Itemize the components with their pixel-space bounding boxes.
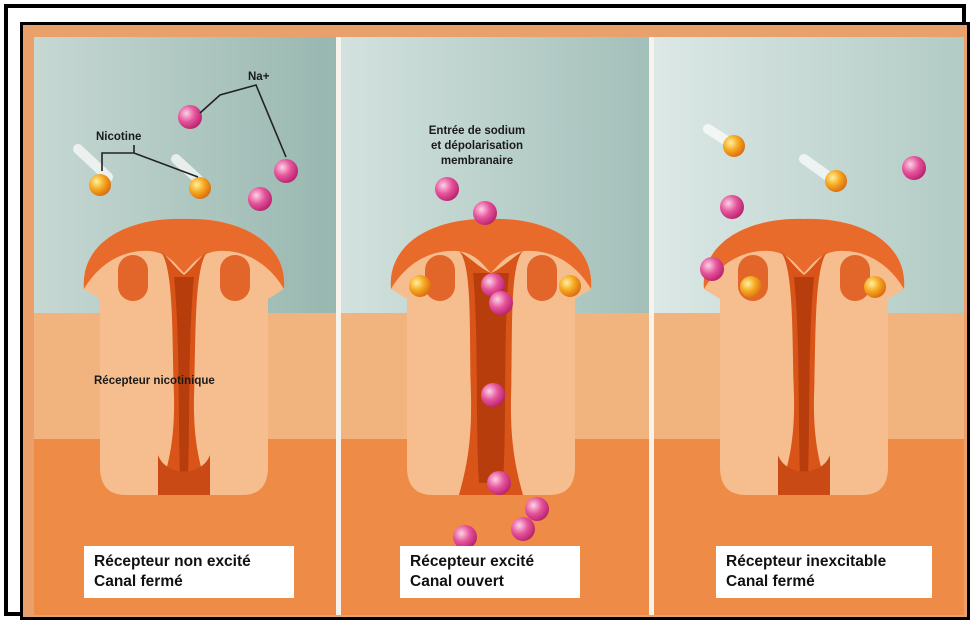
sodium-ion (248, 187, 272, 211)
sodium-ion (902, 156, 926, 180)
nicotinic-receptor (704, 219, 904, 495)
caption-excited-channel: Canal ouvert (410, 572, 570, 592)
sodium-ion-label: Na+ (248, 70, 269, 85)
sodium-entry-line-1: Entrée de sodium (412, 124, 542, 139)
sodium-entry-line-3: membranaire (412, 154, 542, 169)
sodium-ion (511, 517, 535, 541)
sodium-ion (178, 105, 202, 129)
nicotine-molecule (189, 177, 211, 199)
panel-divider (649, 37, 654, 615)
nicotine-molecule (723, 135, 745, 157)
panel-refractory-illustration (654, 37, 964, 615)
sodium-entry-label: Entrée de sodium et dépolarisation membr… (412, 124, 542, 169)
caption-excited-state: Récepteur excité (410, 552, 570, 572)
caption-excited: Récepteur excité Canal ouvert (400, 546, 580, 598)
sodium-ion (274, 159, 298, 183)
sodium-ion (481, 383, 505, 407)
nicotine-molecule (825, 170, 847, 192)
panel-divider (336, 37, 341, 615)
nicotine-molecule (409, 275, 431, 297)
caption-refractory-channel: Canal fermé (726, 572, 922, 592)
panel-resting (34, 37, 336, 615)
panel-resting-illustration (34, 37, 336, 615)
sodium-ion (435, 177, 459, 201)
caption-resting: Récepteur non excité Canal fermé (84, 546, 294, 598)
nicotine-molecule (864, 276, 886, 298)
panel-refractory (654, 37, 964, 615)
nicotine-molecule (740, 276, 762, 298)
caption-resting-state: Récepteur non excité (94, 552, 284, 572)
caption-resting-channel: Canal fermé (94, 572, 284, 592)
sodium-ion (473, 201, 497, 225)
sodium-entry-line-2: et dépolarisation (412, 139, 542, 154)
caption-refractory-state: Récepteur inexcitable (726, 552, 922, 572)
nicotinic-receptor (84, 219, 284, 495)
sodium-ion (700, 257, 724, 281)
sodium-ion (525, 497, 549, 521)
caption-refractory: Récepteur inexcitable Canal fermé (716, 546, 932, 598)
receptor-label: Récepteur nicotinique (94, 374, 215, 389)
nicotine-label: Nicotine (96, 130, 141, 145)
nicotine-molecule (559, 275, 581, 297)
sodium-ion (720, 195, 744, 219)
nicotine-molecule (89, 174, 111, 196)
nicotinic-receptor (391, 219, 591, 495)
sodium-ion (487, 471, 511, 495)
sodium-ion (489, 291, 513, 315)
